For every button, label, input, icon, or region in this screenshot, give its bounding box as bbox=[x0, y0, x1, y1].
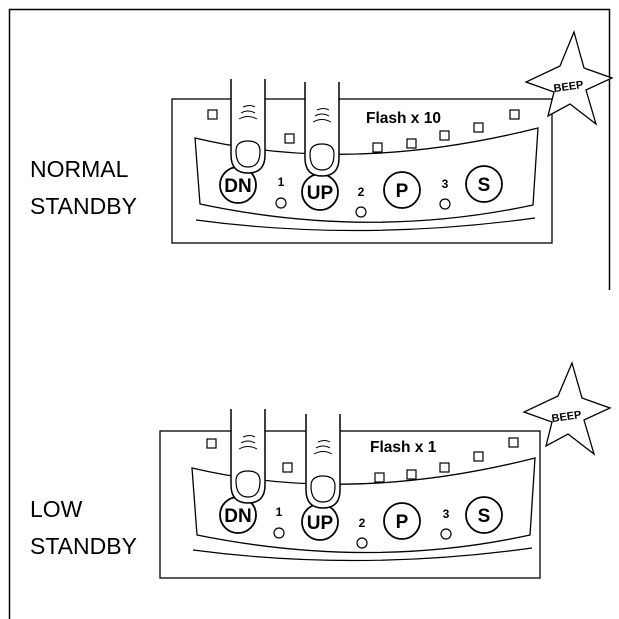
up-button-label: UP bbox=[307, 183, 334, 204]
led-number-3: 3 bbox=[442, 177, 449, 191]
indicator-led-3: 3 bbox=[440, 507, 452, 540]
status-led-row-top bbox=[206, 437, 519, 483]
finger-pressing-dn-icon bbox=[230, 408, 266, 504]
mode-label-line1: NORMAL bbox=[30, 156, 129, 182]
indicator-led-2: 2 bbox=[355, 185, 367, 218]
indicator-led-1: 1 bbox=[275, 175, 287, 209]
panel-bezel bbox=[191, 457, 536, 554]
p-button-label: P bbox=[396, 512, 409, 533]
led-number-1: 1 bbox=[278, 175, 285, 189]
led-number-2: 2 bbox=[359, 516, 366, 530]
beep-label: BEEP bbox=[553, 79, 584, 95]
indicator-led-3: 3 bbox=[439, 177, 451, 210]
indicator-led-2: 2 bbox=[356, 516, 368, 549]
panel-bezel bbox=[194, 127, 539, 223]
panel-bezel-lower bbox=[195, 217, 536, 232]
status-led-row-top bbox=[207, 109, 520, 153]
beep-star-icon: BEEP bbox=[524, 30, 614, 126]
s-button[interactable]: S bbox=[465, 165, 503, 203]
s-button-label: S bbox=[478, 175, 491, 196]
beep-label: BEEP bbox=[551, 409, 582, 425]
flash-count-label: Flash x 1 bbox=[370, 439, 437, 456]
up-button[interactable]: UP bbox=[301, 503, 339, 541]
mode-label-line2: STANDBY bbox=[30, 533, 137, 559]
s-button-label: S bbox=[478, 506, 491, 527]
p-button[interactable]: P bbox=[383, 171, 421, 209]
finger-pressing-dn-icon bbox=[230, 78, 266, 174]
led-number-1: 1 bbox=[276, 505, 283, 519]
outer-frame bbox=[8, 8, 611, 619]
finger-pressing-up-icon bbox=[304, 81, 340, 177]
p-button-label: P bbox=[396, 181, 409, 202]
up-button[interactable]: UP bbox=[301, 173, 339, 211]
indicator-led-1: 1 bbox=[273, 505, 285, 539]
dn-button-label: DN bbox=[224, 506, 251, 527]
panel-bezel-lower bbox=[192, 547, 533, 562]
dn-button-label: DN bbox=[224, 176, 251, 197]
mode-label-line2: STANDBY bbox=[30, 193, 137, 219]
beep-star-icon: BEEP bbox=[522, 361, 612, 456]
p-button[interactable]: P bbox=[383, 502, 421, 540]
s-button[interactable]: S bbox=[465, 496, 503, 534]
led-number-3: 3 bbox=[443, 507, 450, 521]
up-button-label: UP bbox=[307, 513, 334, 534]
panel-normal-standby: NORMAL STANDBY Flash x 10 DN UP P bbox=[30, 30, 614, 244]
led-number-2: 2 bbox=[358, 185, 365, 199]
panel-low-standby: LOW STANDBY Flash x 1 DN UP P bbox=[30, 361, 612, 579]
finger-pressing-up-icon bbox=[305, 413, 341, 509]
flash-count-label: Flash x 10 bbox=[366, 110, 441, 127]
mode-label-line1: LOW bbox=[30, 496, 83, 522]
